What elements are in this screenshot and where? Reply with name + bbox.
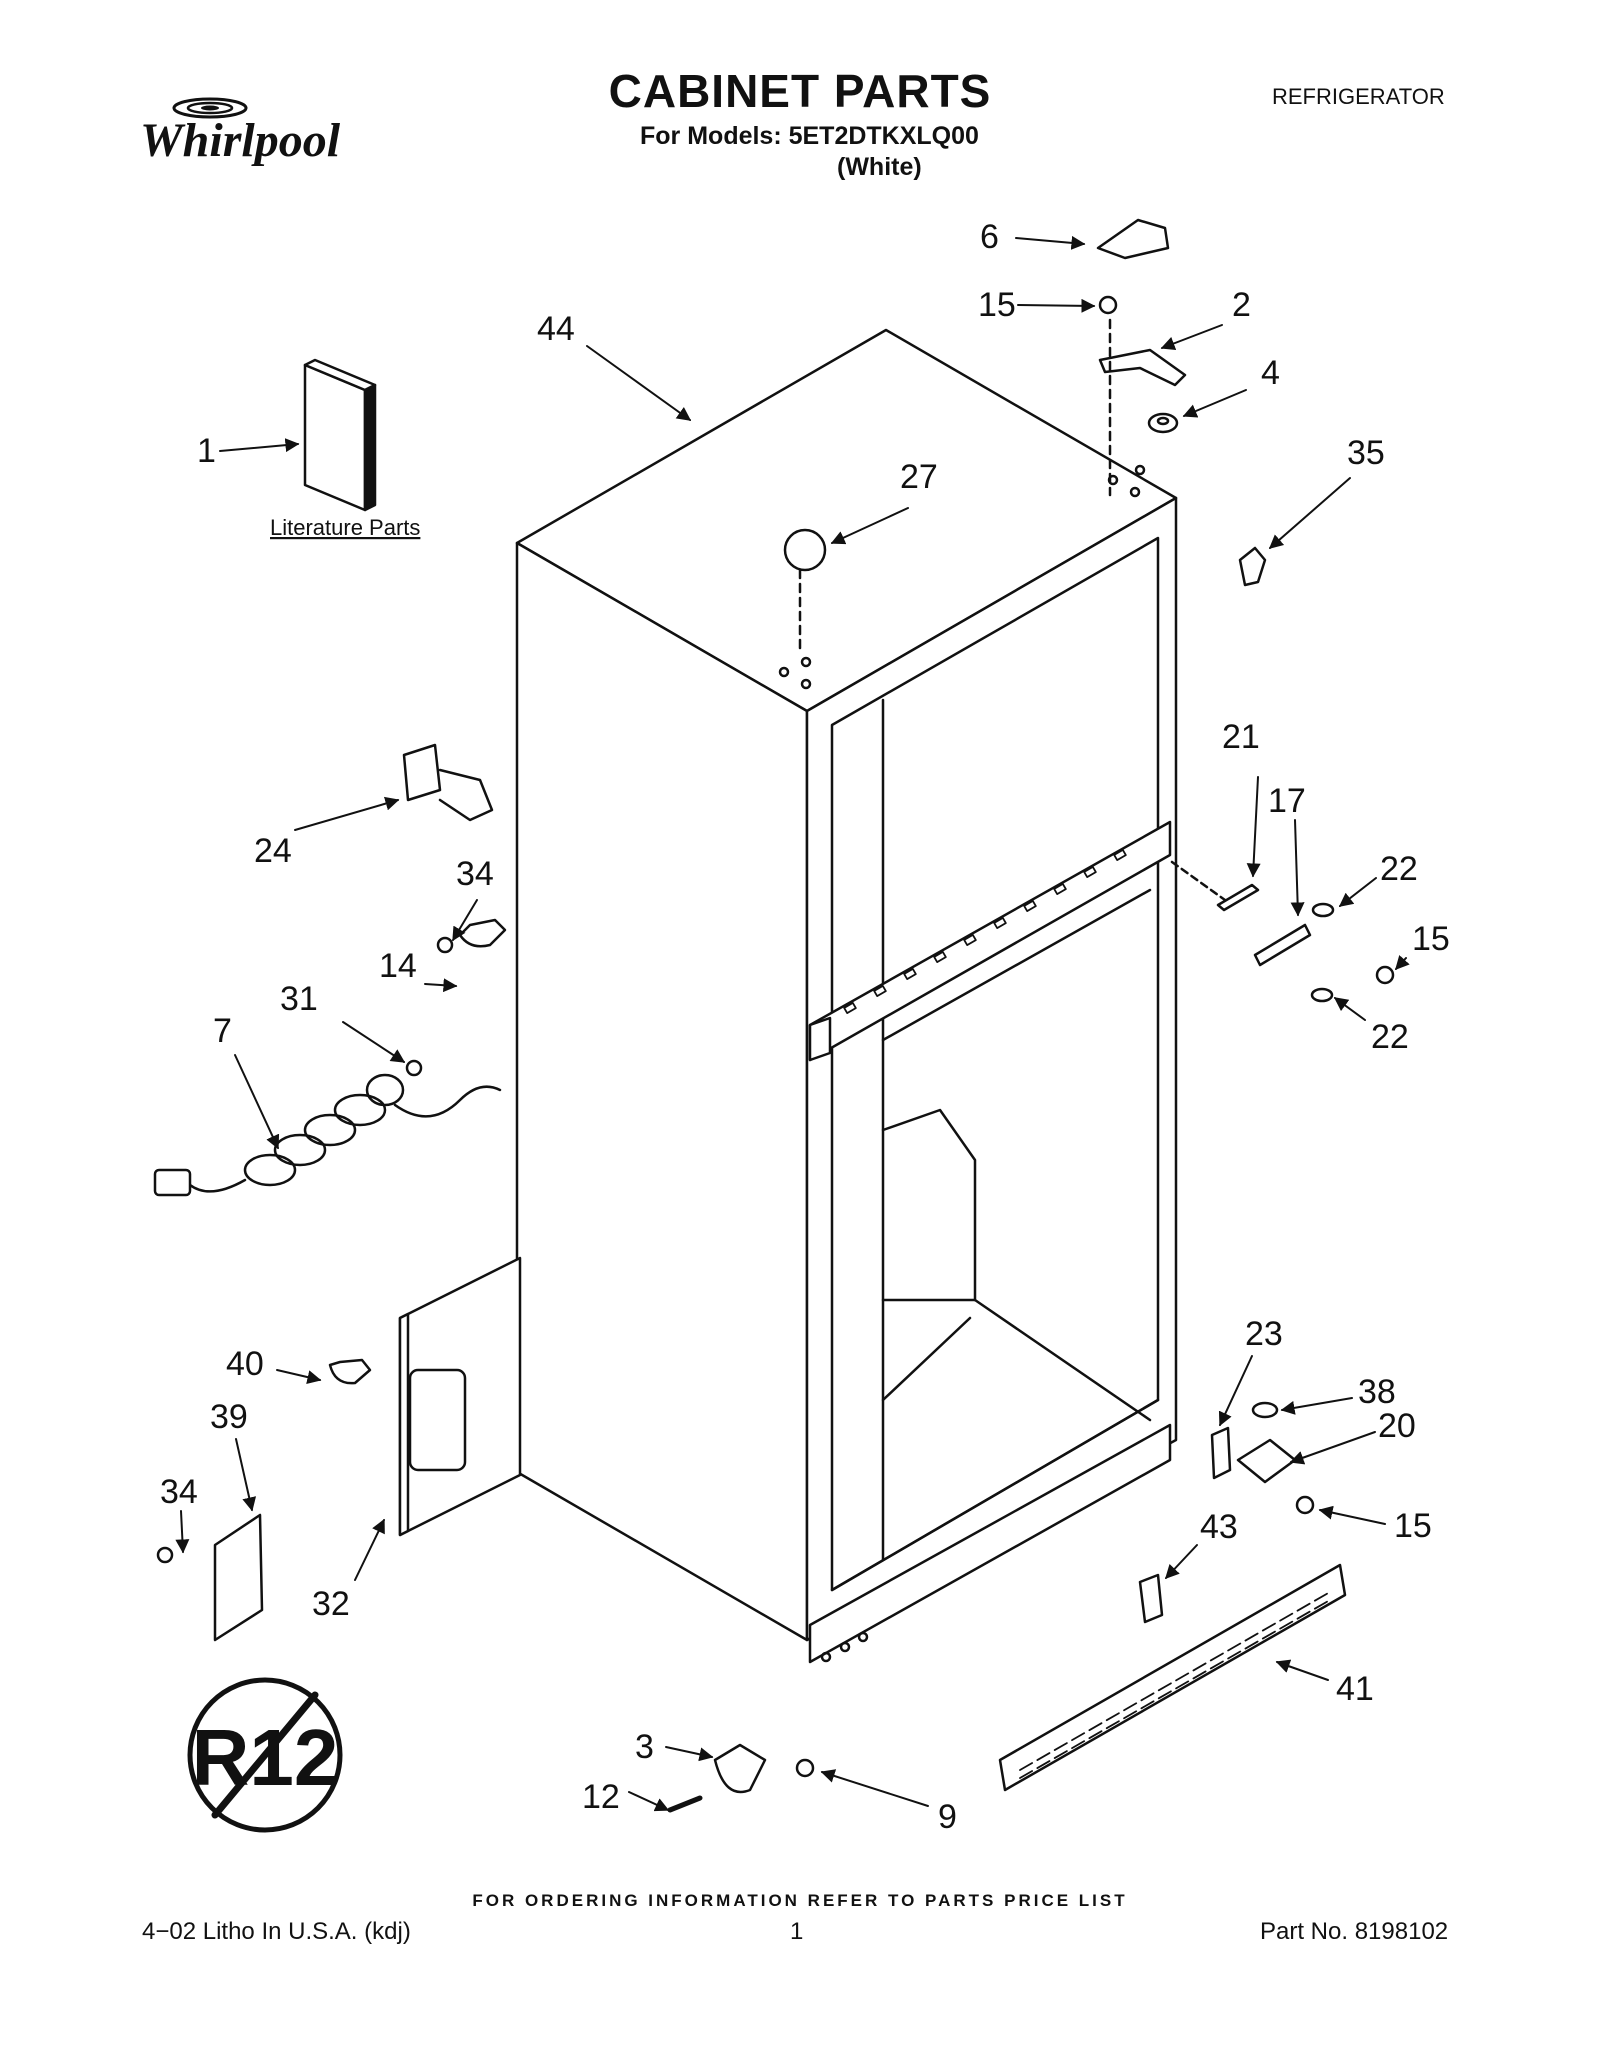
plug-27 [783, 528, 827, 572]
callout-34-upper: 34 [456, 855, 494, 893]
screw-15-top [1098, 295, 1118, 315]
shim-23 [1210, 1426, 1232, 1480]
callout-15-middle: 15 [1412, 920, 1450, 958]
callout-43: 43 [1200, 1508, 1238, 1546]
washer-38 [1251, 1401, 1279, 1419]
ordering-info-note: FOR ORDERING INFORMATION REFER TO PARTS … [472, 1891, 1128, 1910]
hinge-17 [1253, 923, 1312, 967]
model-subtitle: For Models: 5ET2DTKXLQ00 [640, 122, 979, 150]
model-color-note: (White) [837, 153, 922, 181]
callout-labels: 1 Literature Parts 6 15 2 4 44 27 35 21 … [160, 218, 1450, 1836]
center-rail [808, 820, 1172, 1062]
callout-40: 40 [226, 1345, 264, 1383]
page-number: 1 [790, 1918, 804, 1945]
back-panel [398, 1256, 522, 1537]
callout-9: 9 [938, 1798, 957, 1836]
leader-lines [175, 235, 1410, 1812]
callout-22-upper: 22 [1380, 850, 1418, 888]
callout-3: 3 [635, 1728, 654, 1766]
callout-32: 32 [312, 1585, 350, 1623]
hinge-bracket-2 [1098, 348, 1187, 387]
callout-39: 39 [210, 1398, 248, 1436]
clip-35 [1238, 546, 1267, 587]
clamp-34-14 [458, 918, 507, 948]
callout-35: 35 [1347, 434, 1385, 472]
clamp-40 [328, 1358, 372, 1385]
screw-34-upper [436, 936, 454, 954]
callout-14: 14 [379, 947, 417, 985]
callout-20: 20 [1378, 1407, 1416, 1445]
top-cover-6 [1096, 218, 1170, 260]
callout-7: 7 [213, 1012, 232, 1050]
washer-4 [1147, 412, 1179, 434]
callout-41: 41 [1336, 1670, 1374, 1708]
appliance-category: REFRIGERATOR [1272, 84, 1445, 109]
screw-15-bottom [1295, 1495, 1315, 1515]
callout-38: 38 [1358, 1373, 1396, 1411]
washer-22-upper [1311, 902, 1335, 918]
shim-guide [1170, 860, 1227, 902]
callout-23: 23 [1245, 1315, 1283, 1353]
callout-31: 31 [280, 980, 318, 1018]
hinge-20 [1236, 1438, 1297, 1484]
washer-22-lower [1310, 987, 1334, 1003]
power-cord-7 [153, 1073, 502, 1197]
callout-44: 44 [537, 310, 575, 348]
clip-43 [1138, 1573, 1164, 1624]
cover-39 [213, 1513, 264, 1642]
screw-9 [795, 1758, 815, 1778]
callout-34-lower: 34 [160, 1473, 198, 1511]
callout-2: 2 [1232, 286, 1251, 324]
screw-31 [405, 1059, 423, 1077]
callout-24: 24 [254, 832, 292, 870]
literature-parts-label: Literature Parts [270, 515, 420, 540]
callout-21: 21 [1222, 718, 1260, 756]
litho-note: 4−02 Litho In U.S.A. (kdj) [142, 1918, 411, 1945]
shim-21 [1216, 883, 1260, 912]
toe-grille-41 [998, 1563, 1347, 1792]
callout-12: 12 [582, 1778, 620, 1816]
water-valve-24 [402, 743, 442, 802]
pin-12 [667, 1795, 703, 1813]
screw-34-lower [156, 1546, 174, 1564]
callout-15-top: 15 [978, 286, 1016, 324]
page-title: CABINET PARTS [608, 65, 992, 117]
callout-1: 1 [197, 432, 216, 470]
callout-6: 6 [980, 218, 999, 256]
literature-parts [303, 358, 377, 512]
brand-wordmark: Whirlpool [140, 114, 341, 167]
no-r12-seal: R12 [187, 1677, 343, 1833]
washer-4-hole [1156, 416, 1170, 426]
whirlpool-logo: Whirlpool [140, 97, 341, 167]
callout-27: 27 [900, 458, 938, 496]
callout-22-lower: 22 [1371, 1018, 1409, 1056]
callout-17: 17 [1268, 782, 1306, 820]
valve-body-24 [438, 768, 494, 822]
part-number: Part No. 8198102 [1260, 1918, 1449, 1945]
cabinet-body [515, 328, 1178, 1664]
callout-15-bottom: 15 [1394, 1507, 1432, 1545]
roller-3 [713, 1743, 767, 1794]
callout-4: 4 [1261, 354, 1280, 392]
screw-15-middle [1375, 965, 1395, 985]
